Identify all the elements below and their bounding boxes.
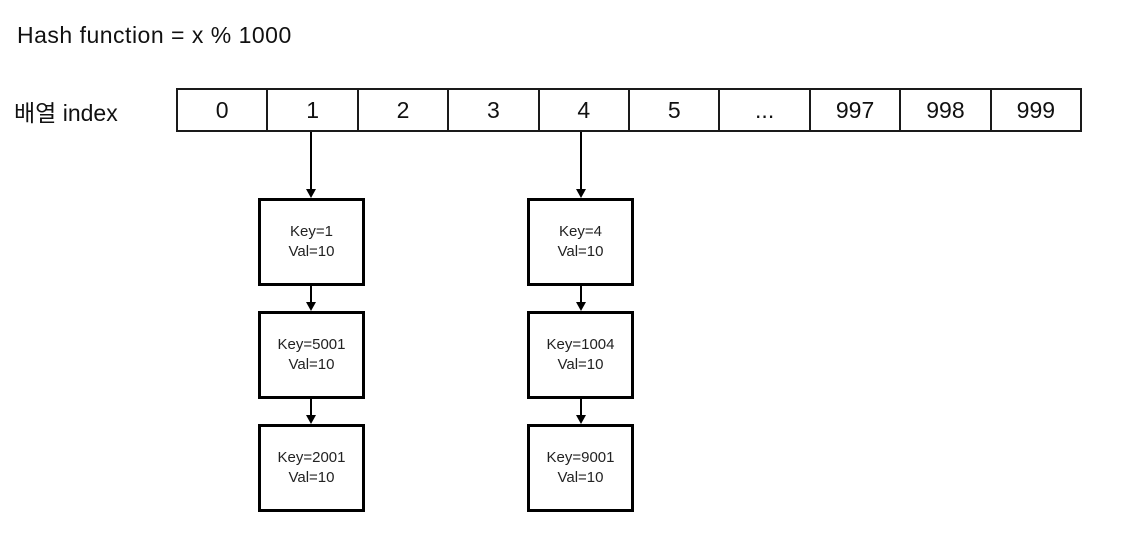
chain-node: Key=1 Val=10: [258, 198, 365, 286]
node-key: Key=4: [559, 223, 602, 240]
array-cell-0: 0: [178, 90, 269, 130]
array-cell-999: 999: [1016, 96, 1056, 123]
arrow-shaft: [580, 399, 582, 416]
array-row: 0 1 2 3 4 5 ... 997 998 999: [176, 88, 1082, 132]
arrow-head: [306, 415, 316, 424]
arrow-shaft: [310, 132, 312, 190]
node-val: Val=10: [288, 356, 335, 373]
arrow-shaft: [310, 286, 312, 303]
arrow-shaft: [580, 132, 582, 190]
array-cell-ellipsis: ...: [720, 90, 811, 130]
array-cell-3: 3: [449, 90, 540, 130]
chain-node: Key=2001 Val=10: [258, 424, 365, 512]
node-key: Key=5001: [277, 336, 346, 353]
chain-node: Key=9001 Val=10: [527, 424, 634, 512]
array-cell-1: 1: [268, 90, 359, 130]
arrow-head: [306, 302, 316, 311]
down-arrow-icon: [306, 286, 316, 311]
node-val: Val=10: [557, 356, 604, 373]
down-arrow-icon: [576, 286, 586, 311]
arrow-head: [576, 415, 586, 424]
arrow-shaft: [310, 399, 312, 416]
node-key: Key=1004: [546, 336, 615, 353]
node-val: Val=10: [288, 469, 335, 486]
hash-function-title: Hash function = x % 1000: [17, 22, 292, 48]
down-arrow-icon: [306, 399, 316, 424]
array-index-label: 배열 index: [14, 100, 118, 126]
node-val: Val=10: [557, 243, 604, 260]
array-cell-4: 4: [540, 90, 631, 130]
node-key: Key=2001: [277, 449, 346, 466]
node-val: Val=10: [288, 243, 335, 260]
arrow-shaft: [580, 286, 582, 303]
array-cell-998: 998: [901, 90, 992, 130]
arrow-head: [306, 189, 316, 198]
chain-node: Key=5001 Val=10: [258, 311, 365, 399]
node-val: Val=10: [557, 469, 604, 486]
chain-node: Key=1004 Val=10: [527, 311, 634, 399]
array-cell-997: 997: [811, 90, 902, 130]
arrow-head: [576, 302, 586, 311]
down-arrow-icon: [576, 399, 586, 424]
node-key: Key=1: [290, 223, 333, 240]
node-key: Key=9001: [546, 449, 615, 466]
down-arrow-icon: [306, 132, 316, 198]
chain-node: Key=4 Val=10: [527, 198, 634, 286]
down-arrow-icon: [576, 132, 586, 198]
array-cell-2: 2: [359, 90, 450, 130]
array-cell-5: 5: [630, 90, 721, 130]
arrow-head: [576, 189, 586, 198]
